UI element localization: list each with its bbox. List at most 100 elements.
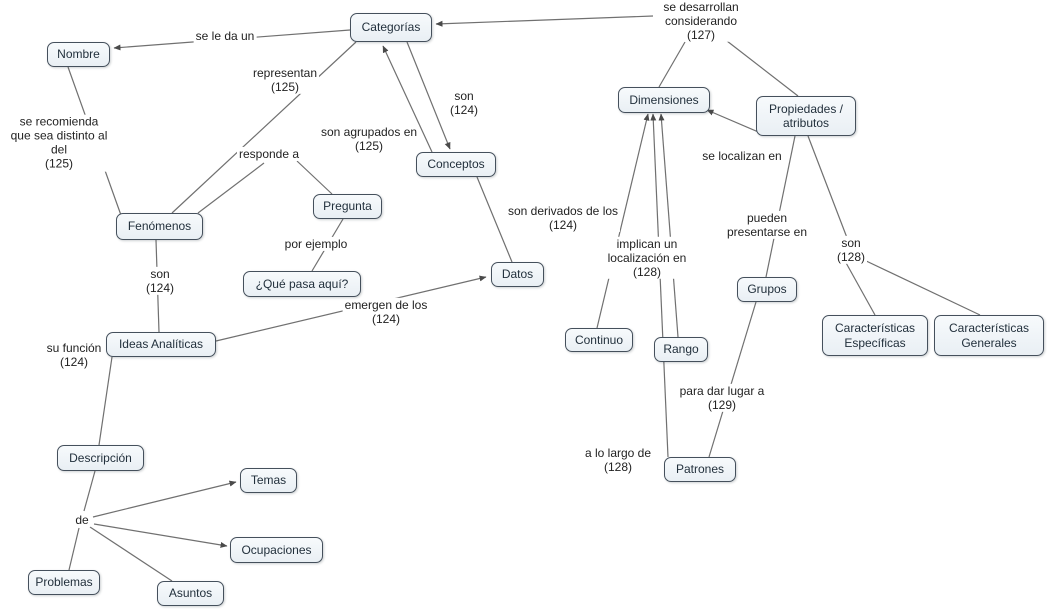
link-label-son-128[interactable]: son(128): [834, 235, 868, 265]
link-label-text: del: [50, 143, 68, 157]
concept-node-patrones[interactable]: Patrones: [664, 457, 736, 482]
edge-line: [98, 356, 113, 446]
concept-node-propiedades[interactable]: Propiedades /atributos: [756, 96, 856, 136]
concept-node-rango[interactable]: Rango: [654, 337, 708, 362]
link-label-text: (124): [59, 355, 89, 369]
concept-node-text: Características: [834, 321, 916, 336]
link-label-su-funcion[interactable]: su función(124): [44, 340, 104, 370]
edge-line: [197, 162, 265, 214]
concept-node-text: Rango: [663, 342, 699, 357]
link-label-text: localización en: [607, 250, 687, 265]
concept-node-text: Problemas: [35, 575, 93, 590]
link-label-por-ejemplo[interactable]: por ejemplo: [282, 236, 350, 252]
edge-line: [726, 40, 799, 97]
link-label-para-dar-lugar-a[interactable]: para dar lugar a(129): [677, 383, 767, 413]
concept-node-text: Conceptos: [427, 157, 485, 172]
concept-node-ocupaciones[interactable]: Ocupaciones: [230, 537, 323, 563]
link-label-responde-a[interactable]: responde a: [236, 146, 302, 162]
edge-line: [765, 135, 796, 278]
link-label-text: (128): [836, 250, 866, 264]
link-label-text: para dar lugar a: [679, 383, 765, 398]
edge-line: [83, 470, 96, 512]
link-label-emergen-de-los[interactable]: emergen de los(124): [342, 297, 430, 327]
link-label-text: se desarrollan: [663, 0, 739, 14]
concept-node-continuo[interactable]: Continuo: [565, 328, 633, 352]
concept-node-text: Patrones: [675, 462, 725, 477]
concept-node-conceptos[interactable]: Conceptos: [416, 152, 496, 177]
concept-node-text: Descripción: [69, 450, 132, 465]
link-label-son-124-conceptos[interactable]: son(124): [447, 88, 481, 118]
link-label-text: (125): [44, 157, 74, 172]
concept-node-fenomenos[interactable]: Fenómenos: [116, 213, 203, 240]
concept-node-descripcion[interactable]: Descripción: [57, 445, 144, 471]
link-label-text: de: [75, 512, 89, 527]
concept-node-dimensiones[interactable]: Dimensiones: [618, 87, 710, 113]
edge-line: [861, 258, 981, 316]
link-label-se-localizan-en[interactable]: se localizan en: [700, 148, 784, 164]
link-label-de[interactable]: de: [73, 512, 91, 528]
concept-node-temas[interactable]: Temas: [240, 468, 297, 493]
edge-line: [706, 109, 764, 135]
link-label-text: (125): [270, 80, 300, 94]
edge-line: [476, 176, 513, 263]
edge-line: [406, 41, 451, 150]
concept-node-categorias[interactable]: Categorías: [350, 13, 432, 42]
link-label-text: que sea distinto al: [10, 128, 108, 143]
edge-line: [844, 260, 876, 316]
link-label-son-agrupados-en[interactable]: son agrupados en(125): [318, 124, 420, 154]
concept-node-problemas[interactable]: Problemas: [28, 570, 100, 595]
concept-node-text: Pregunta: [323, 199, 372, 214]
concept-node-text: atributos: [782, 116, 830, 130]
concept-node-text: Generales: [961, 335, 1017, 350]
edge-line: [708, 301, 757, 458]
link-label-a-lo-largo-de[interactable]: a lo largo de(128): [582, 445, 654, 475]
link-label-text: considerando: [664, 13, 738, 28]
concept-node-text: Asuntos: [168, 586, 213, 601]
concept-node-text: Características: [948, 321, 1030, 336]
link-label-text: se localizan en: [702, 148, 782, 163]
concept-node-text: Propiedades /: [768, 101, 844, 116]
link-label-text: emergen de los: [344, 297, 428, 312]
link-label-text: su función: [46, 340, 102, 355]
link-label-text: presentarse en: [726, 225, 808, 239]
link-label-se-le-da-un[interactable]: se le da un: [193, 28, 257, 44]
concept-node-ideas-analiticas[interactable]: Ideas Analíticas: [106, 332, 216, 357]
concept-node-grupos[interactable]: Grupos: [737, 277, 797, 302]
edge-line: [650, 113, 669, 458]
link-label-representan[interactable]: representan(125): [250, 65, 320, 95]
link-label-text: (128): [603, 460, 633, 474]
link-label-text: (124): [371, 312, 400, 326]
concept-node-text: Ocupaciones: [241, 542, 312, 557]
edge-line: [658, 113, 679, 338]
edge-line: [596, 113, 650, 329]
edge-line: [807, 135, 850, 244]
concept-node-que-pasa-aqui[interactable]: ¿Qué pasa aquí?: [243, 271, 361, 297]
edge-line: [93, 523, 228, 548]
link-label-text: a lo largo de: [584, 445, 652, 460]
concept-node-nombre[interactable]: Nombre: [47, 42, 110, 67]
link-label-son-124-ideas[interactable]: son(124): [143, 266, 177, 296]
concept-node-asuntos[interactable]: Asuntos: [157, 581, 224, 606]
concept-node-text: Datos: [501, 267, 534, 282]
link-label-text: son: [150, 266, 170, 281]
edge-line: [296, 160, 333, 195]
concept-node-text: Temas: [250, 473, 287, 488]
link-label-text: representan: [252, 65, 318, 80]
link-label-text: son: [454, 88, 474, 103]
link-label-son-derivados-de-los[interactable]: son derivados de los(124): [505, 203, 621, 233]
concept-node-text: ¿Qué pasa aquí?: [255, 276, 349, 291]
concept-node-text: Fenómenos: [127, 219, 192, 234]
edge-line: [89, 526, 173, 582]
link-label-text: (129): [707, 398, 737, 412]
concept-node-text: Continuo: [574, 332, 624, 347]
concept-node-datos[interactable]: Datos: [491, 262, 544, 287]
concept-node-pregunta[interactable]: Pregunta: [313, 194, 382, 219]
